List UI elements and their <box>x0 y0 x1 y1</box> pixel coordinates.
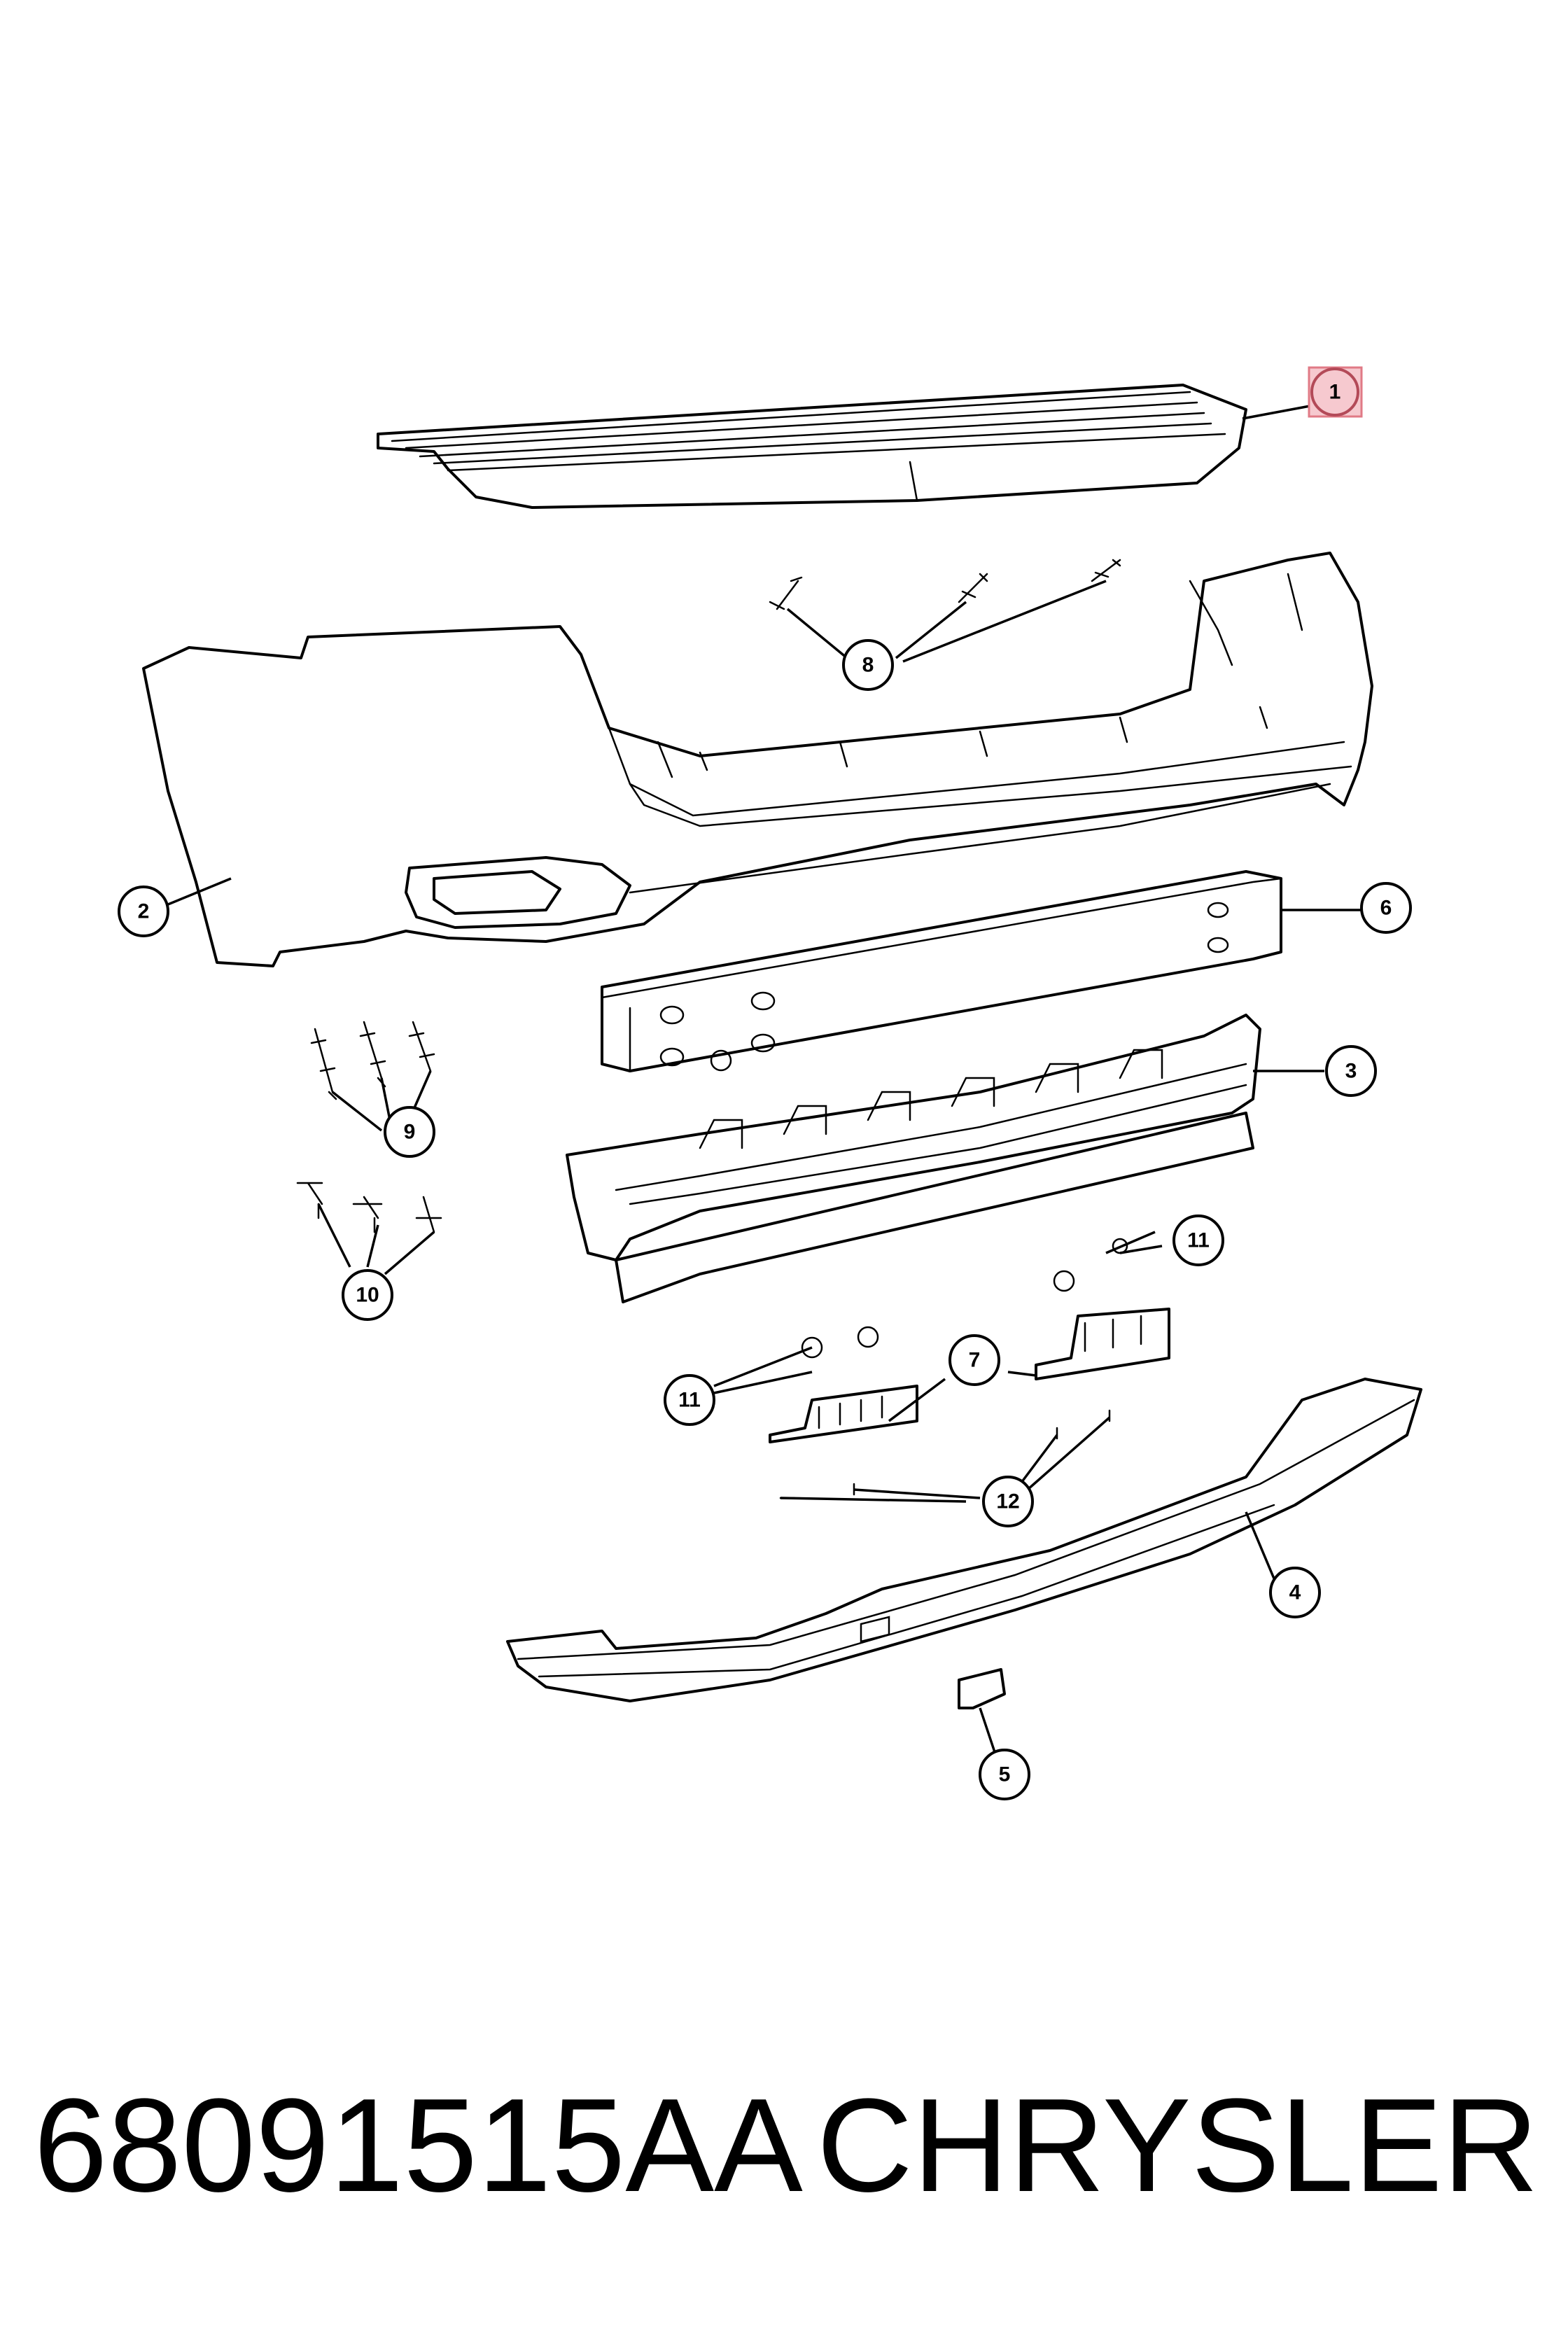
callout-1-label: 1 <box>1329 381 1341 404</box>
callout-4[interactable]: 4 <box>1269 1567 1321 1618</box>
callout-7-label: 7 <box>969 1349 981 1372</box>
callout-4-label: 4 <box>1289 1581 1301 1604</box>
part-9-push-pin-fasteners <box>310 1021 435 1100</box>
callout-12-label: 12 <box>996 1490 1019 1513</box>
callout-12[interactable]: 12 <box>982 1476 1034 1527</box>
callout-11-upper[interactable]: 11 <box>1172 1214 1224 1266</box>
part-7-brackets <box>769 1308 1170 1443</box>
part-1-step-pad <box>377 384 1247 509</box>
callout-5[interactable]: 5 <box>979 1749 1030 1800</box>
part-number-caption: 68091515AA <box>34 2071 803 2220</box>
callout-10-label: 10 <box>356 1284 379 1307</box>
part-6-reinforcement-beam <box>601 870 1282 1072</box>
part-5-tow-hook-cover <box>958 1668 1006 1709</box>
callout-6[interactable]: 6 <box>1360 882 1412 934</box>
callout-10[interactable]: 10 <box>342 1269 393 1321</box>
exploded-parts-diagram: 1 2 3 4 5 6 7 8 9 10 11 11 <box>118 366 1422 1800</box>
callout-9-label: 9 <box>404 1121 416 1144</box>
callout-9[interactable]: 9 <box>384 1106 435 1158</box>
part-4-lower-valance <box>506 1378 1422 1702</box>
callout-5-label: 5 <box>999 1763 1011 1786</box>
part-8-clips <box>769 559 1121 610</box>
brand-caption: CHRYSLER <box>816 2071 1539 2220</box>
callout-7[interactable]: 7 <box>948 1334 1000 1386</box>
callout-2[interactable]: 2 <box>118 886 169 937</box>
part-2-bumper-fascia <box>142 552 1373 967</box>
callout-2-label: 2 <box>138 900 150 923</box>
callout-8-label: 8 <box>862 654 874 677</box>
callout-8[interactable]: 8 <box>842 639 894 691</box>
callout-3-label: 3 <box>1345 1060 1357 1083</box>
part-3-energy-absorber <box>566 1014 1261 1303</box>
callout-11-upper-label: 11 <box>1187 1229 1210 1252</box>
callout-11-lower-label: 11 <box>678 1389 701 1412</box>
callout-6-label: 6 <box>1380 897 1392 920</box>
callout-11-lower[interactable]: 11 <box>664 1374 715 1426</box>
callout-3[interactable]: 3 <box>1325 1045 1377 1097</box>
callout-1[interactable]: 1 <box>1308 366 1363 418</box>
